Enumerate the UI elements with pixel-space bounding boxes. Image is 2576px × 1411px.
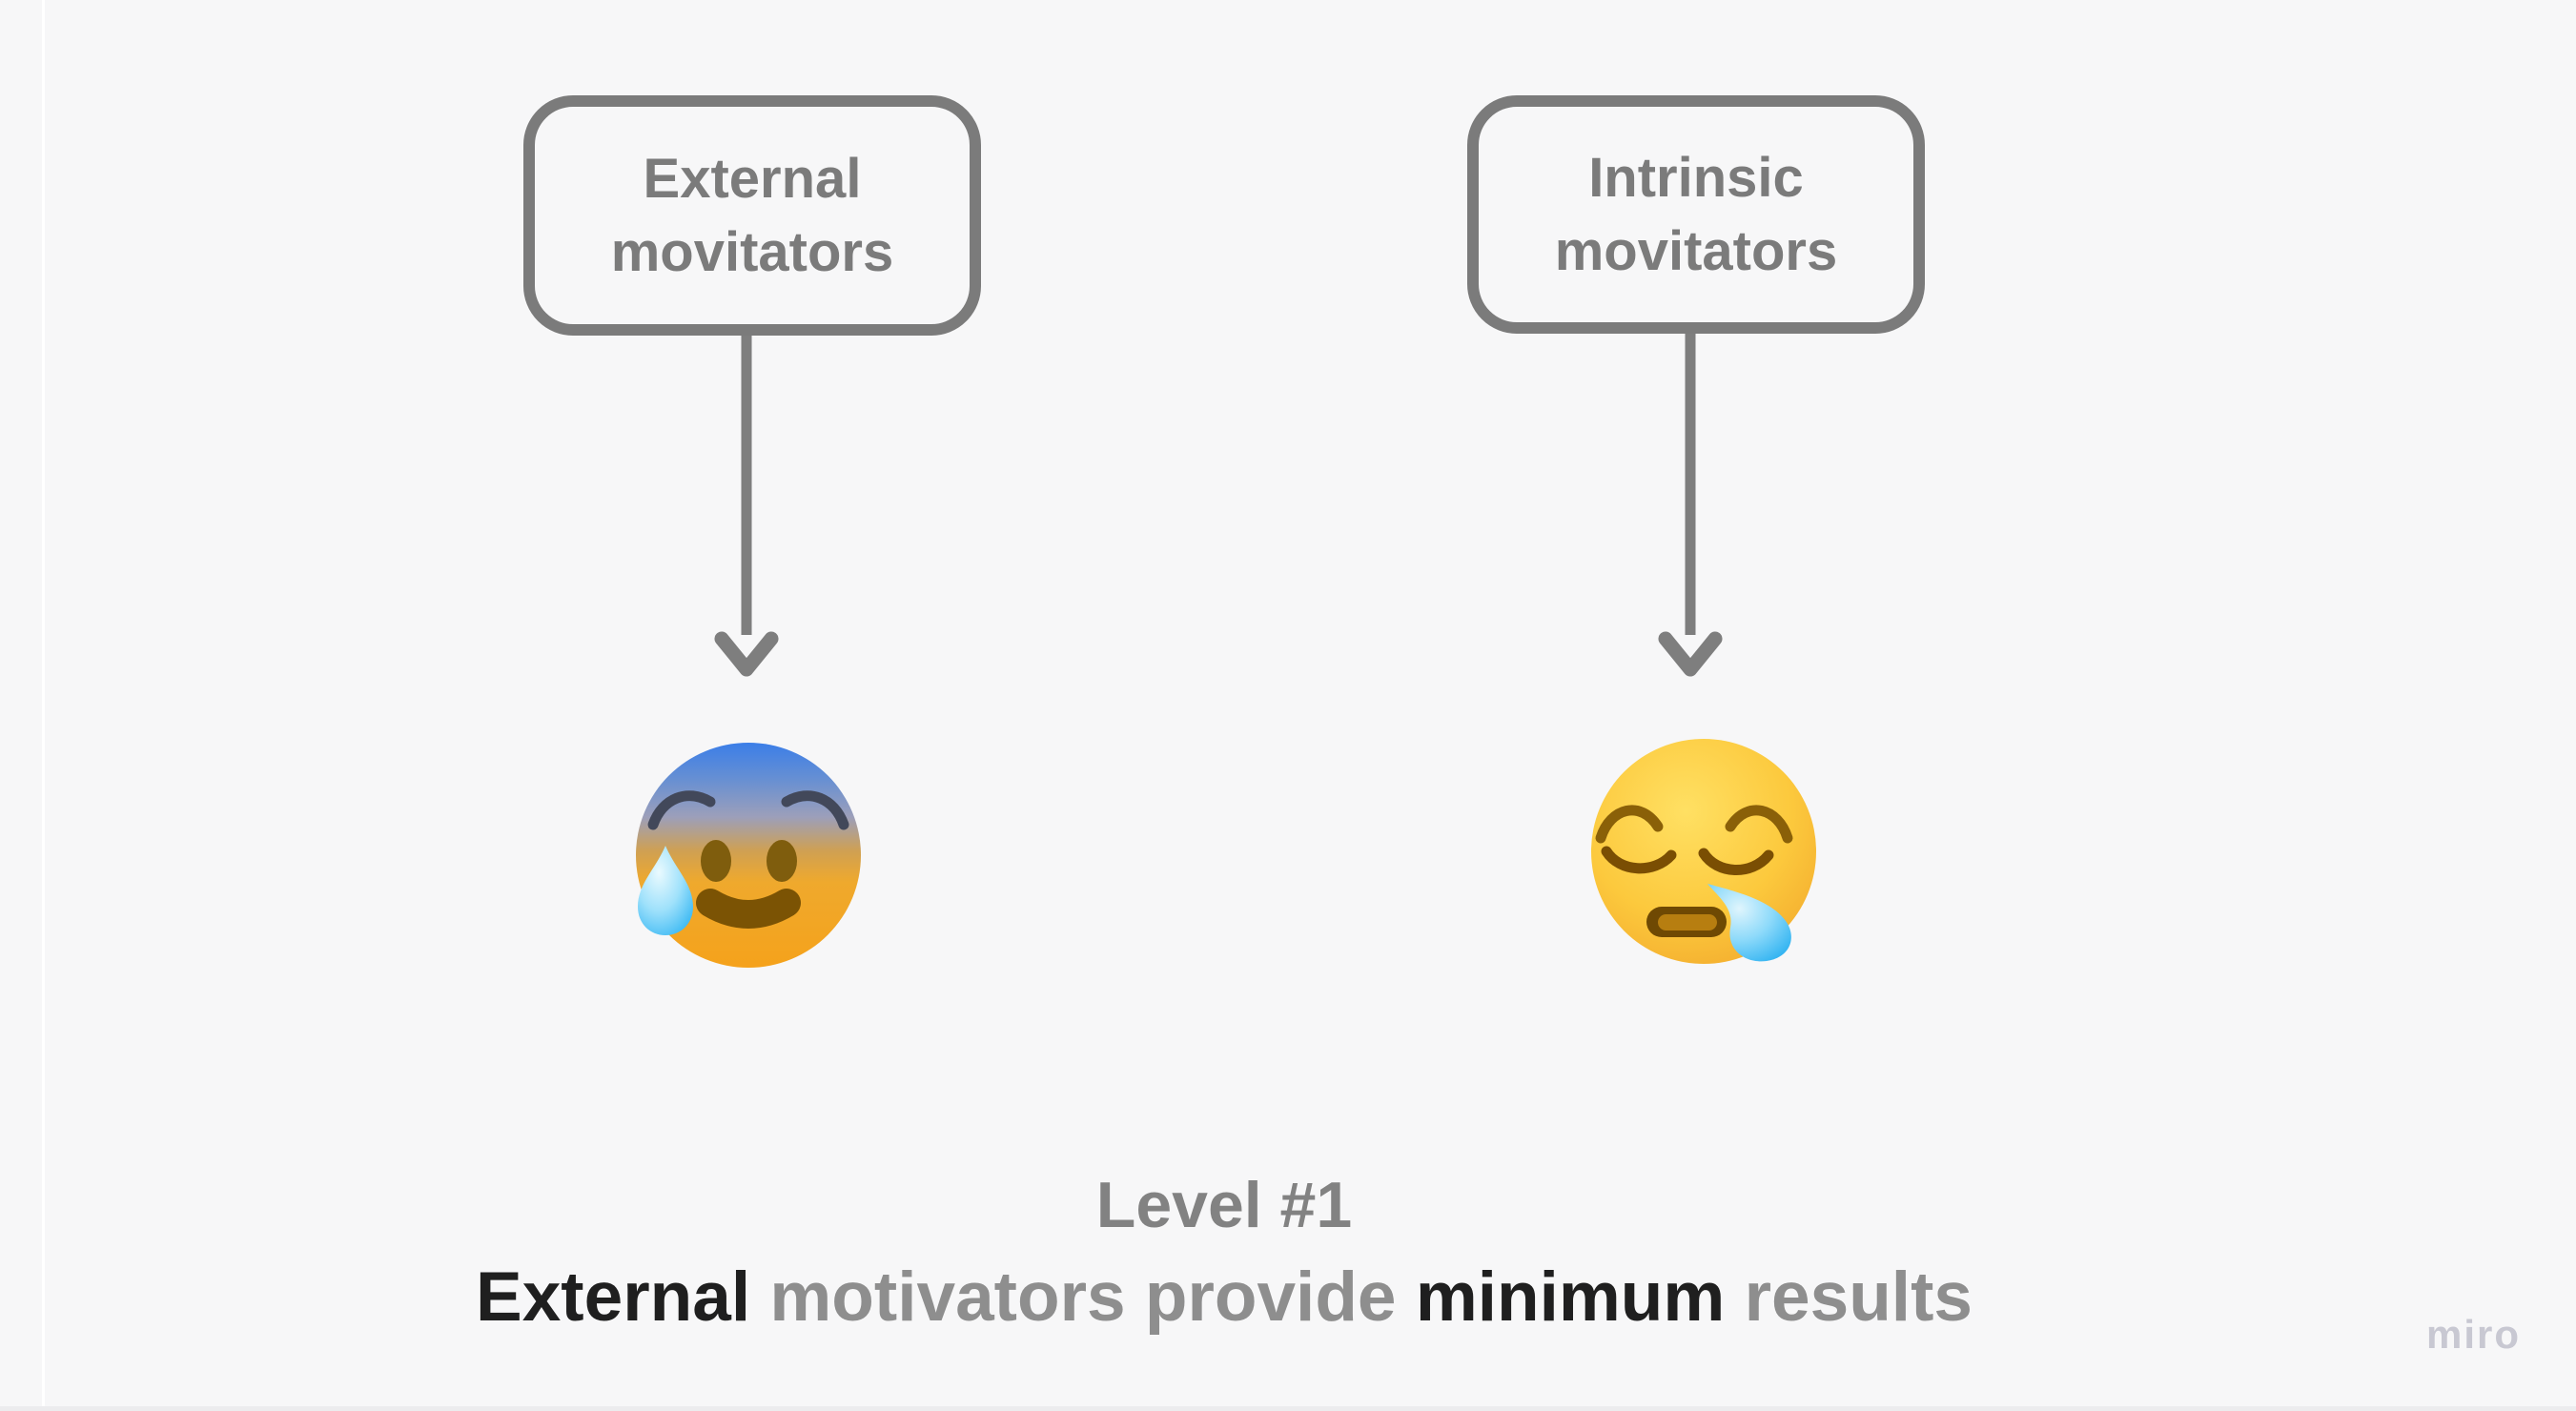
caption-segment: motivators provide — [750, 1258, 1416, 1336]
bottom-edge-divider — [0, 1406, 2576, 1411]
caption-level-heading: Level #1 — [1095, 1169, 1353, 1241]
arrowhead-icon — [1658, 631, 1723, 677]
down-arrow-connector-intrinsic[interactable] — [1643, 334, 1738, 679]
frame-edge-divider — [42, 0, 45, 1411]
caption-segment: results — [1725, 1258, 1973, 1336]
caption-segment: minimum — [1415, 1258, 1726, 1336]
anxious-face-with-sweat-emoji[interactable] — [629, 736, 868, 974]
shape-label: Intrinsic movitators — [1554, 146, 1838, 282]
shape-label: External movitators — [610, 147, 894, 283]
caption-description: External motivators provide minimum resu… — [223, 1262, 2225, 1332]
caption-text-block[interactable]: Level #1 External motivators provide min… — [223, 1173, 2225, 1332]
down-arrow-connector-external[interactable] — [699, 336, 794, 679]
shape-external-motivators-box[interactable]: External movitators — [523, 95, 981, 336]
miro-logo: miro — [2426, 1312, 2522, 1357]
arrowhead-icon — [714, 631, 779, 677]
caption-segment: External — [476, 1258, 751, 1336]
shape-intrinsic-motivators-box[interactable]: Intrinsic movitators — [1467, 95, 1925, 334]
sleepy-face-emoji[interactable] — [1584, 732, 1823, 971]
